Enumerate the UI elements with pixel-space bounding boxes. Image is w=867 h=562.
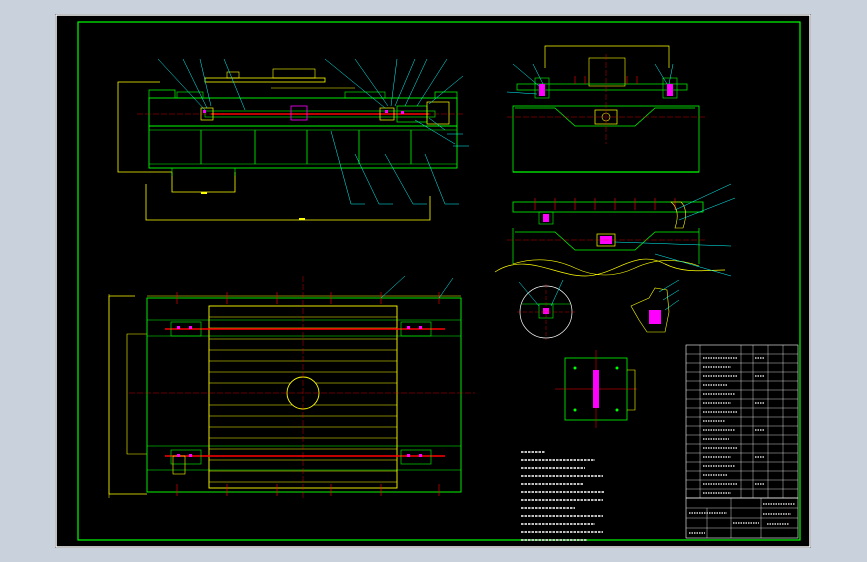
detail-b	[630, 279, 680, 333]
front-view	[117, 58, 469, 221]
sheet-frame	[55, 14, 811, 548]
section-view	[494, 183, 736, 277]
bom-table	[685, 344, 799, 499]
technical-notes	[521, 451, 605, 541]
drawing-canvas	[55, 14, 811, 548]
drawing-sheet[interactable]	[55, 14, 811, 548]
detail-c	[555, 350, 637, 428]
side-view	[506, 45, 705, 173]
title-block	[685, 497, 799, 539]
drawing-border	[77, 21, 801, 541]
plan-view	[108, 275, 475, 500]
detail-a	[517, 279, 575, 340]
